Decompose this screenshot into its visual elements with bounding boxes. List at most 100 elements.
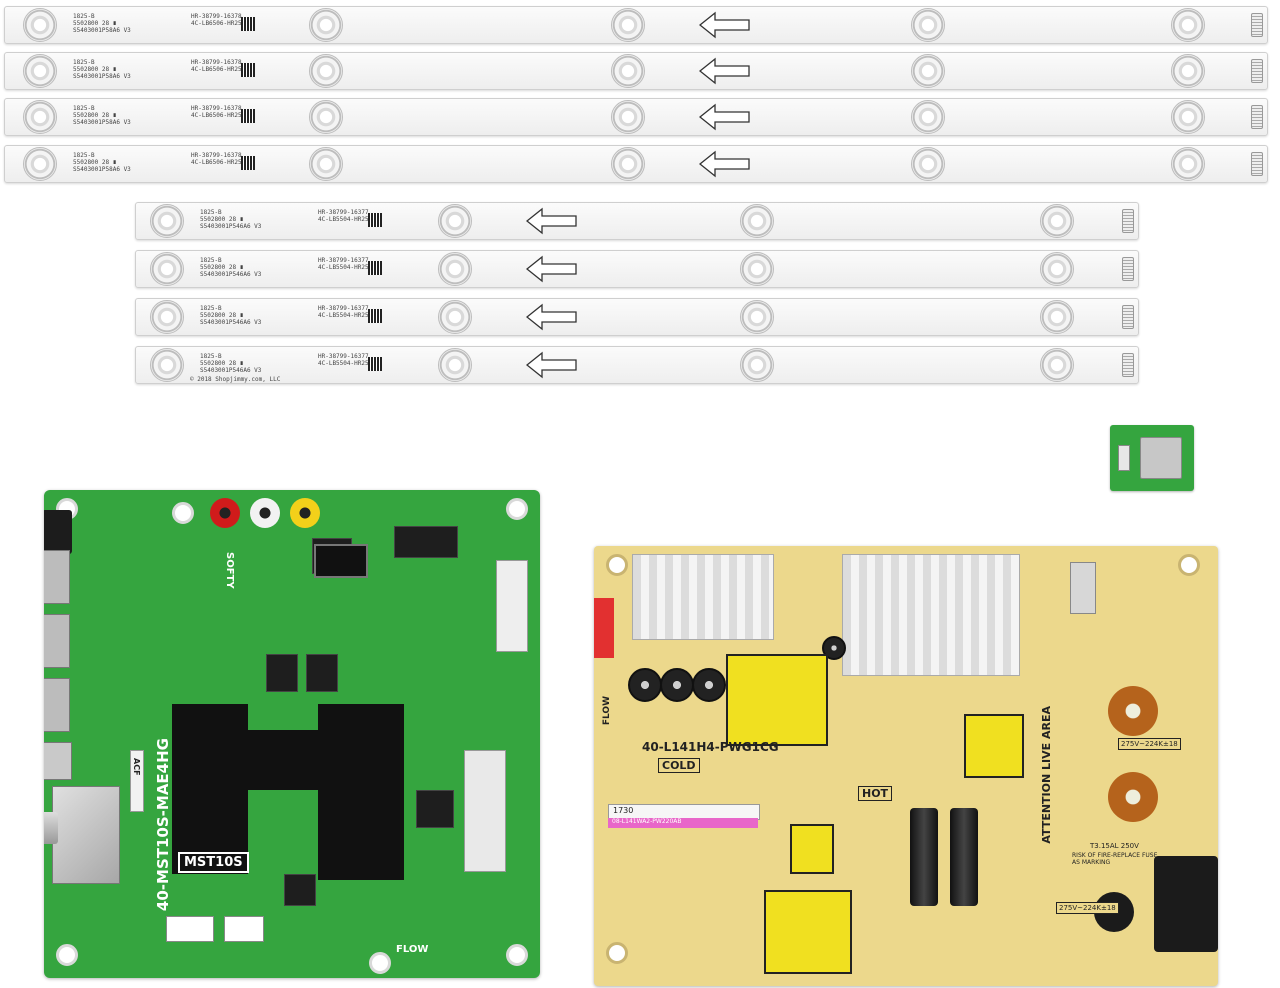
mount-hole <box>369 952 391 974</box>
strip-code-text: 1825-B 5502800 28 ∎ S5403001P546A6 V3 <box>200 305 262 326</box>
copyright-text: © 2018 Shopjimmy.com, LLC <box>190 376 281 383</box>
led-lens <box>611 100 645 134</box>
strip-barcode <box>368 357 382 371</box>
strip-solder-pad <box>1251 152 1263 176</box>
psu-flow-label: FLOW <box>602 696 612 726</box>
strip-solder-pad <box>1122 305 1134 329</box>
led-lens <box>309 8 343 42</box>
strip-solder-pad <box>1122 257 1134 281</box>
strip-part-text: HR-38799-16377 4C-LB5504-HR25J <box>318 257 373 271</box>
ram-chip <box>306 654 338 692</box>
led-lens <box>911 54 945 88</box>
header-connector <box>224 916 264 942</box>
led-lens <box>150 300 184 334</box>
acf-label: ACF <box>132 758 141 776</box>
relay-block <box>1070 562 1096 614</box>
bulk-capacitor <box>950 808 978 906</box>
transformer-standby <box>790 824 834 874</box>
main-board: ACF SOFTY 40-MST10S-MAE4HG MST10S FLOW <box>44 490 540 978</box>
ic-chip <box>284 874 316 906</box>
lvds-connector <box>464 750 506 872</box>
hdmi-port-2 <box>44 614 70 668</box>
pink-sticker: 08-L141WA2-PW220AB <box>608 818 758 828</box>
mainboard-model-label: 40-MST10S-MAE4HG <box>154 738 172 912</box>
led-lens <box>911 147 945 181</box>
led-lens <box>150 252 184 286</box>
ribbon-connector <box>496 560 528 652</box>
led-lens <box>309 100 343 134</box>
strip-code-text: 1825-B 5502800 28 ∎ S5403001P546A6 V3 <box>200 353 262 374</box>
acf-tag <box>130 750 144 812</box>
header-connector <box>166 916 214 942</box>
led-lens <box>1040 252 1074 286</box>
led-lens <box>150 204 184 238</box>
led-lens <box>1040 204 1074 238</box>
hdmi-port-1 <box>44 550 70 604</box>
mount-hole <box>506 944 528 966</box>
transformer-main <box>726 654 828 746</box>
ram-chip <box>266 654 298 692</box>
tape-block-left <box>172 704 248 874</box>
led-lens <box>1171 54 1205 88</box>
rca-white-jack <box>250 498 280 528</box>
arrow-left-icon <box>699 11 750 39</box>
capacitor <box>660 668 694 702</box>
strip-part-text: HR-38799-16378 4C-LB6506-HR25J <box>191 152 246 166</box>
rca-red-jack <box>210 498 240 528</box>
bulk-capacitor <box>910 808 938 906</box>
transformer-pfc <box>764 890 852 974</box>
psu-model-label: 40-L141H4-PWG1CG <box>642 740 779 754</box>
fuse-note: RISK OF FIRE-REPLACE FUSE AS MARKING <box>1072 852 1158 866</box>
arrow-left-icon <box>526 207 577 235</box>
toroid-choke <box>1108 772 1158 822</box>
connector-black <box>314 544 368 578</box>
led-lens <box>1040 348 1074 382</box>
live-area-warning: ATTENTION LIVE AREA <box>1040 706 1053 844</box>
cold-label: COLD <box>658 758 700 773</box>
toroid-choke <box>1108 686 1158 736</box>
rca-yellow-jack <box>290 498 320 528</box>
strip-barcode <box>241 109 255 123</box>
led-lens <box>911 8 945 42</box>
led-lens <box>740 252 774 286</box>
short-led-strip: 1825-B 5502800 28 ∎ S5403001P546A6 V3 HR-… <box>135 250 1139 288</box>
mount-hole <box>606 554 628 576</box>
short-led-strip: 1825-B 5502800 28 ∎ S5403001P546A6 V3 HR-… <box>135 346 1139 384</box>
arrow-left-icon <box>526 255 577 283</box>
mount-hole <box>606 942 628 964</box>
led-lens <box>1171 147 1205 181</box>
led-lens <box>438 300 472 334</box>
hdmi-port-3 <box>44 678 70 732</box>
tape-block-middle <box>244 730 322 790</box>
led-lens <box>740 348 774 382</box>
heatsink-right <box>842 554 1020 676</box>
strip-code-text: 1825-B 5502800 28 ∎ S5403001P58A6 V3 <box>73 13 131 34</box>
strip-barcode <box>241 63 255 77</box>
strip-barcode <box>368 261 382 275</box>
softy-label: SOFTY <box>224 552 235 589</box>
strip-part-text: HR-38799-16377 4C-LB5504-HR25J <box>318 305 373 319</box>
led-lens <box>611 54 645 88</box>
led-lens <box>1171 8 1205 42</box>
led-lens <box>23 100 57 134</box>
power-connector-red <box>594 598 614 658</box>
fuse-rating: T3.15AL 250V <box>1090 842 1139 850</box>
x-cap-label-2: 275V~224K±18 <box>1056 902 1119 914</box>
mst10s-label: MST10S <box>178 852 249 873</box>
led-lens <box>740 300 774 334</box>
led-lens <box>911 100 945 134</box>
ic-chip <box>394 526 458 558</box>
optical-port <box>44 510 72 554</box>
strip-code-text: 1825-B 5502800 28 ∎ S5403001P546A6 V3 <box>200 257 262 278</box>
led-lens <box>438 348 472 382</box>
wifi-module <box>1110 425 1194 491</box>
mainboard-flow-label: FLOW <box>396 944 429 955</box>
led-lens <box>438 204 472 238</box>
strip-part-text: HR-38799-16377 4C-LB5504-HR25J <box>318 353 373 367</box>
ic-chip <box>416 790 454 828</box>
strip-barcode <box>368 213 382 227</box>
strip-solder-pad <box>1122 209 1134 233</box>
